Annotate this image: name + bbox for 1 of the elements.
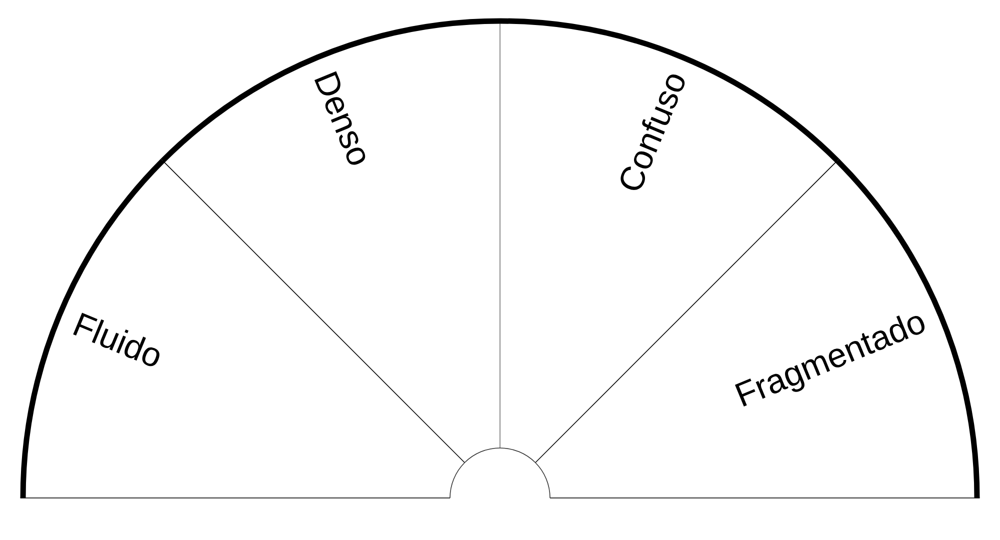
- sector: Denso: [160, 18, 500, 464]
